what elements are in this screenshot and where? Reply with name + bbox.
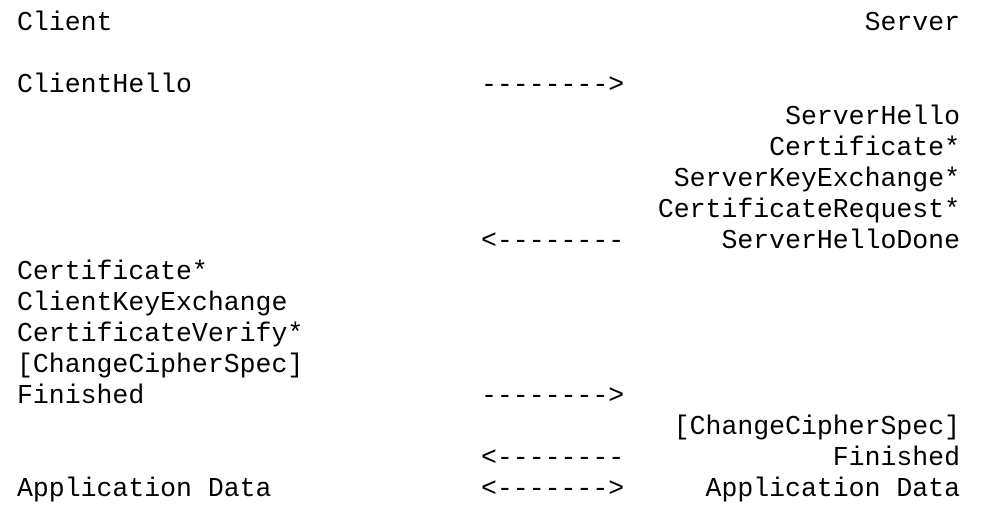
client-message: [ChangeCipherSpec]: [17, 350, 304, 380]
server-heading: Server: [864, 8, 960, 38]
client-message: CertificateVerify*: [17, 319, 304, 349]
server-message: Certificate*: [769, 133, 960, 163]
client-message: Application Data: [17, 474, 272, 504]
server-message: ServerKeyExchange*: [673, 164, 960, 194]
server-message: Application Data: [705, 474, 960, 504]
bidirectional-arrow: <------->: [481, 474, 625, 504]
arrow-to-client: <--------: [481, 226, 625, 256]
client-heading: Client: [17, 8, 113, 38]
server-message: [ChangeCipherSpec]: [673, 412, 960, 442]
server-message: ServerHello: [785, 102, 960, 132]
client-message: Certificate*: [17, 257, 208, 287]
client-message: ClientHello: [17, 70, 192, 100]
server-message: CertificateRequest*: [657, 195, 960, 225]
client-message: ClientKeyExchange: [17, 288, 288, 318]
arrow-to-client: <--------: [481, 443, 625, 473]
arrow-to-server: -------->: [481, 381, 625, 411]
server-message: Finished: [832, 443, 960, 473]
server-message: ServerHelloDone: [721, 226, 960, 256]
client-message: Finished: [17, 381, 145, 411]
arrow-to-server: -------->: [481, 70, 625, 100]
